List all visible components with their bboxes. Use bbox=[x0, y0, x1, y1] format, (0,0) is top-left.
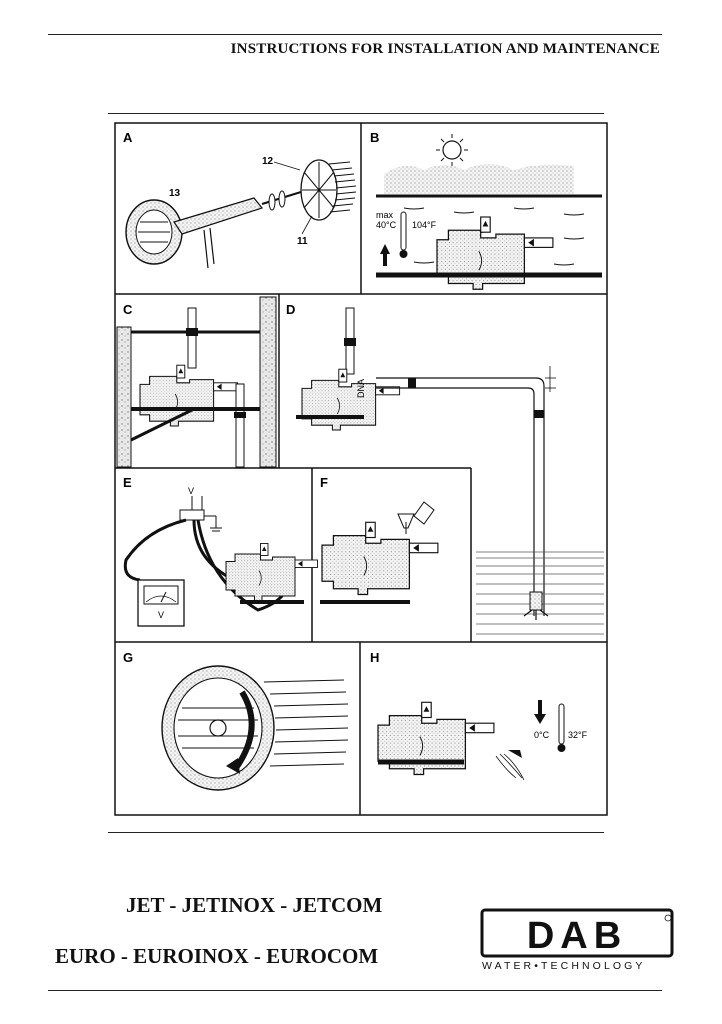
bottom-rule bbox=[48, 990, 662, 991]
panel-b: B max 40°C 104°F bbox=[370, 130, 602, 290]
panel-b-label: B bbox=[370, 130, 379, 145]
panel-a-label: A bbox=[123, 130, 133, 145]
panel-h: H 0°C 32°F bbox=[370, 650, 588, 781]
callout-11: 11 bbox=[297, 236, 308, 247]
panel-d-label: D bbox=[286, 302, 295, 317]
page-header-title: INSTRUCTIONS FOR INSTALLATION AND MAINTE… bbox=[230, 41, 660, 57]
b-temp-c: 40°C bbox=[376, 220, 397, 230]
panel-h-label: H bbox=[370, 650, 379, 665]
model-line-1: JET - JETINOX - JETCOM bbox=[126, 893, 383, 917]
panel-e: E V V bbox=[123, 475, 318, 627]
panel-e-label: E bbox=[123, 475, 132, 490]
e-voltage-label: V bbox=[188, 486, 194, 496]
dab-logo: DAB bbox=[480, 908, 674, 958]
panel-g-label: G bbox=[123, 650, 133, 665]
h-temp-f: 32°F bbox=[568, 730, 588, 740]
b-temp-max: max bbox=[376, 210, 394, 220]
logo-tagline: WATER•TECHNOLOGY bbox=[482, 960, 646, 972]
panel-c: C bbox=[116, 296, 277, 468]
callout-13: 13 bbox=[169, 188, 181, 199]
model-line-2: EURO - EUROINOX - EUROCOM bbox=[55, 944, 379, 968]
panel-d: D DNA bbox=[286, 302, 604, 635]
b-temp-f: 104°F bbox=[412, 220, 437, 230]
figure-top-rule bbox=[108, 113, 604, 114]
e-meter-label: V bbox=[158, 610, 164, 620]
panel-a: A 12 13 11 bbox=[123, 130, 357, 269]
top-rule bbox=[48, 34, 662, 35]
h-temp-c: 0°C bbox=[534, 730, 550, 740]
callout-12: 12 bbox=[262, 156, 274, 167]
svg-text:DNA: DNA bbox=[356, 379, 366, 398]
logo-name: DAB bbox=[527, 915, 627, 957]
panel-g: G bbox=[123, 650, 349, 791]
panel-c-label: C bbox=[123, 302, 133, 317]
panel-f-label: F bbox=[320, 475, 328, 490]
figure-bottom-rule bbox=[108, 832, 604, 833]
installation-figure: A 12 13 11 B bbox=[114, 122, 608, 816]
panel-f: F bbox=[320, 475, 439, 604]
